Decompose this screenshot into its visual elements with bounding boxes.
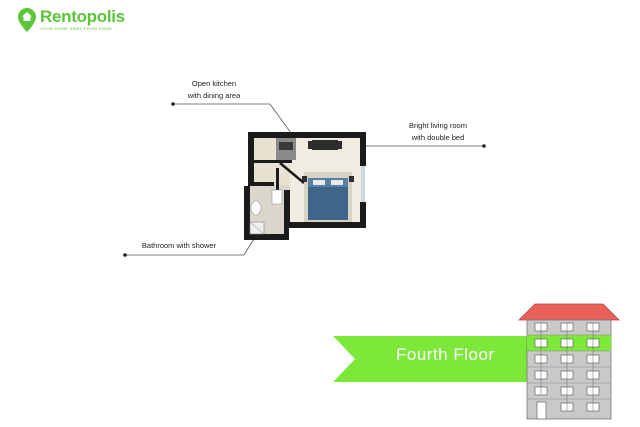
floor-banner (333, 336, 545, 382)
toilet (250, 200, 262, 216)
location-pin-icon (18, 8, 36, 32)
kitchen-dot (171, 102, 175, 106)
building-roof (518, 303, 620, 321)
sink (271, 189, 283, 205)
dining-table (312, 140, 338, 150)
floor-plan (244, 132, 366, 240)
building-door (536, 401, 547, 420)
bathroom-dot (123, 253, 127, 257)
building-illustration (518, 303, 620, 420)
bathroom-label: Bathroom with shower (141, 241, 217, 250)
brand-tagline: YOUR HOME AWAY FROM HOME (40, 26, 113, 31)
kitchen-label: Open kitchen with dining area (187, 79, 241, 100)
kitchen-leader-line (173, 103, 300, 145)
window (361, 166, 365, 202)
brand-logo: Rentopolis YOUR HOME AWAY FROM HOME (18, 6, 138, 36)
brand-name: Rentopolis (40, 7, 125, 26)
floor-banner-label: Fourth Floor (396, 345, 495, 364)
living-dot (482, 144, 486, 148)
living-label: Bright living room with double bed (409, 121, 467, 142)
